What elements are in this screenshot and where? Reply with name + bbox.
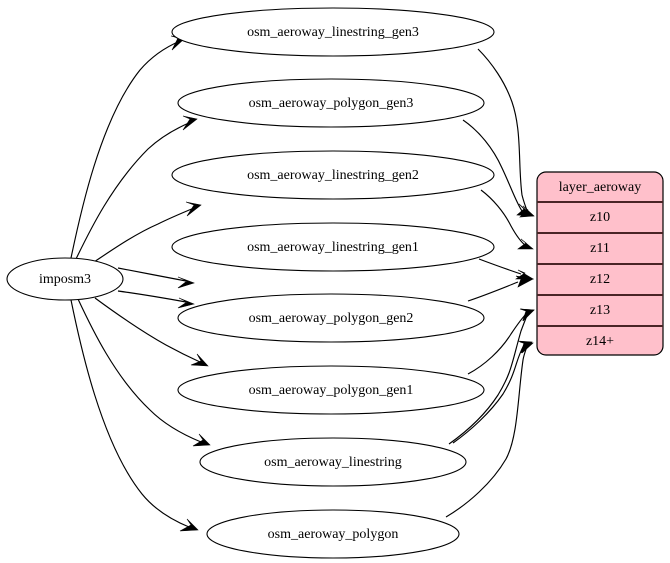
node-osm_aeroway_linestring_gen1-label: osm_aeroway_linestring_gen1 — [247, 240, 419, 255]
layer_aeroway-row-z11[interactable]: z11 — [590, 241, 610, 256]
edge-osm_aeroway_linestring_gen2-to-z11 — [480, 189, 534, 250]
node-osm_aeroway_linestring-label: osm_aeroway_linestring — [264, 455, 402, 470]
layer_aeroway-row-z13[interactable]: z13 — [590, 303, 610, 318]
edge-imposm3-to-osm_aeroway_linestring — [77, 298, 211, 447]
node-osm_aeroway_polygon_gen1[interactable]: osm_aeroway_polygon_gen1 — [177, 365, 485, 415]
edge-imposm3-to-osm_aeroway_polygon_gen2 — [117, 290, 195, 309]
edge-imposm3-to-osm_aeroway_polygon_gen3 — [75, 115, 198, 260]
node-layer_aeroway[interactable]: layer_aeroway z10 z11 z12 z13 z14+ — [536, 171, 664, 356]
edge-osm_aeroway_linestring-to-z13 — [448, 308, 535, 445]
node-osm_aeroway_polygon_gen2-shape[interactable] — [177, 293, 485, 343]
edge-imposm3-to-osm_aeroway_linestring_gen3 — [70, 35, 186, 259]
edge-group-source-to-tables — [70, 35, 211, 532]
edge-imposm3-to-osm_aeroway_linestring_gen1 — [117, 267, 195, 289]
node-osm_aeroway_polygon_gen1-shape[interactable] — [177, 365, 485, 415]
node-osm_aeroway_linestring_gen1[interactable]: osm_aeroway_linestring_gen1 — [171, 222, 495, 272]
node-osm_aeroway_linestring_gen3-label: osm_aeroway_linestring_gen3 — [247, 25, 419, 40]
node-osm_aeroway_linestring[interactable]: osm_aeroway_linestring — [199, 437, 467, 487]
edge-osm_aeroway_polygon-to-z14 — [445, 341, 534, 518]
edge-imposm3-to-osm_aeroway_polygon_gen1 — [94, 297, 209, 367]
edge-imposm3-to-osm_aeroway_polygon — [70, 299, 199, 532]
node-osm_aeroway_linestring_gen2-shape[interactable] — [171, 150, 495, 200]
node-osm_aeroway_linestring_gen2[interactable]: osm_aeroway_linestring_gen2 — [171, 150, 495, 200]
node-osm_aeroway_polygon_gen2-label: osm_aeroway_polygon_gen2 — [249, 311, 414, 326]
edge-osm_aeroway_linestring_gen3-to-z10 — [477, 48, 535, 218]
node-imposm3-shape[interactable] — [6, 257, 124, 301]
node-osm_aeroway_polygon_gen3[interactable]: osm_aeroway_polygon_gen3 — [177, 78, 485, 128]
node-osm_aeroway_polygon_gen3-shape[interactable] — [177, 78, 485, 128]
node-osm_aeroway_polygon-label: osm_aeroway_polygon — [268, 527, 399, 542]
node-osm_aeroway_polygon-shape[interactable] — [206, 509, 460, 559]
node-osm_aeroway_linestring-shape[interactable] — [199, 437, 467, 487]
node-osm_aeroway_polygon_gen2[interactable]: osm_aeroway_polygon_gen2 — [177, 293, 485, 343]
layer_aeroway-row-z10[interactable]: z10 — [590, 210, 610, 225]
node-imposm3-label: imposm3 — [39, 272, 91, 287]
node-osm_aeroway_linestring_gen2-label: osm_aeroway_linestring_gen2 — [247, 168, 419, 183]
node-osm_aeroway_polygon_gen3-label: osm_aeroway_polygon_gen3 — [249, 96, 414, 111]
node-osm_aeroway_polygon[interactable]: osm_aeroway_polygon — [206, 509, 460, 559]
edge-group-tables-to-layer — [445, 48, 535, 518]
layer_aeroway-row-z12[interactable]: z12 — [590, 272, 610, 287]
edge-imposm3-to-osm_aeroway_linestring_gen2 — [93, 201, 202, 263]
node-imposm3[interactable]: imposm3 — [6, 257, 124, 301]
edge-osm_aeroway_linestring_gen1-to-z12 — [478, 258, 535, 280]
layer_aeroway-header-label: layer_aeroway — [559, 180, 641, 195]
layer_aeroway-row-z14plus[interactable]: z14+ — [586, 334, 614, 349]
edge-osm_aeroway_polygon_gen2-to-z12 — [467, 275, 534, 302]
node-osm_aeroway_polygon_gen1-label: osm_aeroway_polygon_gen1 — [249, 383, 414, 398]
node-osm_aeroway_linestring_gen3-shape[interactable] — [171, 7, 495, 57]
node-osm_aeroway_linestring_gen1-shape[interactable] — [171, 222, 495, 272]
node-osm_aeroway_linestring_gen3[interactable]: osm_aeroway_linestring_gen3 — [171, 7, 495, 57]
edge-osm_aeroway_polygon_gen3-to-z10 — [462, 119, 534, 217]
